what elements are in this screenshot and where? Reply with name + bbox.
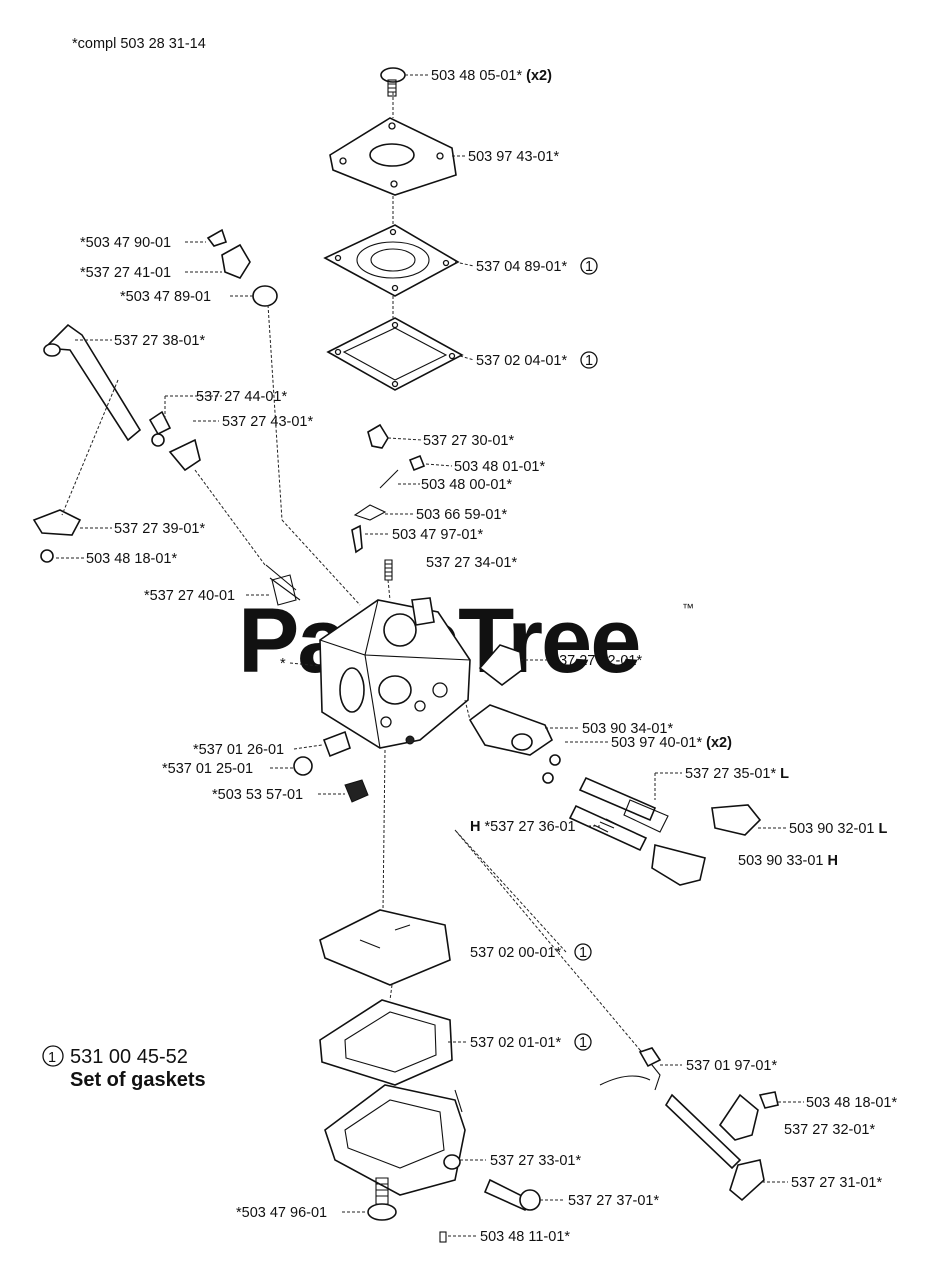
gasket-kit-marker <box>580 351 598 369</box>
label-503-53-57: *503 53 57-01 <box>212 787 303 803</box>
label-537-01-26: *537 01 26-01 <box>193 742 284 758</box>
label-537-04-89: 537 04 89-01* <box>476 259 567 275</box>
gasket-kit-marker <box>574 943 592 961</box>
label-503-47-89: *503 47 89-01 <box>120 289 211 305</box>
label-537-02-00: 537 02 00-01* <box>470 945 561 961</box>
label-503-90-33: 503 90 33-01 H <box>738 853 838 869</box>
label-503-90-34: 503 90 34-01* <box>582 721 673 737</box>
top-screw-drawing <box>380 67 406 97</box>
label-503-48-05: 503 48 05-01* (x2) <box>431 68 552 84</box>
label-537-27-41: *537 27 41-01 <box>80 265 171 281</box>
lower-diaphragm-drawing <box>319 999 453 1086</box>
gasket-kit-marker <box>574 1033 592 1051</box>
label-537-27-36: H *537 27 36-01 <box>470 819 576 835</box>
label-503-47-97: 503 47 97-01* <box>392 527 483 543</box>
label-503-48-00: 503 48 00-01* <box>421 477 512 493</box>
label-503-48-18-right: 503 48 18-01* <box>806 1095 897 1111</box>
label-537-27-38: 537 27 38-01* <box>114 333 205 349</box>
bottom-cover-drawing <box>324 1084 466 1196</box>
label-503-97-43: 503 97 43-01* <box>468 149 559 165</box>
label-503-90-32: 503 90 32-01 L <box>789 821 888 837</box>
linkage-parts-drawing <box>32 228 301 606</box>
label-body-star: * <box>280 656 286 672</box>
gasket-kit-marker <box>580 257 598 275</box>
label-503-48-11: 503 48 11-01* <box>480 1229 570 1245</box>
label-537-27-40: *537 27 40-01 <box>144 588 235 604</box>
gasket-kit-marker-text: 1 <box>585 259 593 275</box>
diaphragm-drawing <box>323 224 460 297</box>
label-537-27-37: 537 27 37-01* <box>568 1193 659 1209</box>
label-503-47-90: *503 47 90-01 <box>80 235 171 251</box>
label-503-66-59: 503 66 59-01* <box>416 507 507 523</box>
header-note: *compl 503 28 31-14 <box>72 36 206 52</box>
lower-small-parts-drawing <box>293 730 369 803</box>
label-503-48-18-left: 503 48 18-01* <box>86 551 177 567</box>
mixture-screws-drawing <box>568 776 762 886</box>
label-537-27-33: 537 27 33-01* <box>490 1153 581 1169</box>
bottom-screws-drawing <box>367 1177 541 1243</box>
label-537-02-01: 537 02 01-01* <box>470 1035 561 1051</box>
gasket-kit-marker-text: 1 <box>579 945 587 961</box>
legend-marker-text: 1 <box>48 1050 56 1066</box>
throttle-linkage-drawing <box>599 1047 779 1202</box>
label-537-01-97: 537 01 97-01* <box>686 1058 777 1074</box>
label-537-27-34: 537 27 34-01* <box>426 555 517 571</box>
part-labels: 503 48 05-01* (x2) 503 97 43-01* 537 04 … <box>80 68 897 1245</box>
label-537-27-42: 537 27 42-01* <box>551 653 642 669</box>
label-537-01-25: *537 01 25-01 <box>162 761 253 777</box>
needle-parts-drawing <box>351 423 426 581</box>
label-537-27-32: 537 27 32-01* <box>784 1122 875 1138</box>
label-537-27-31: 537 27 31-01* <box>791 1175 882 1191</box>
label-503-97-40: 503 97 40-01* (x2) <box>611 735 732 751</box>
lower-gasket-drawing <box>319 909 451 986</box>
legend-part-number: 531 00 45-52 <box>70 1046 188 1068</box>
gasket-top-drawing <box>326 317 464 391</box>
legend-marker <box>42 1045 64 1067</box>
gasket-kit-marker-text: 1 <box>585 353 593 369</box>
label-503-48-01: 503 48 01-01* <box>454 459 545 475</box>
label-503-47-96: *503 47 96-01 <box>236 1205 327 1221</box>
label-537-27-30: 537 27 30-01* <box>423 433 514 449</box>
legend-description: Set of gaskets <box>70 1069 206 1091</box>
label-537-02-04: 537 02 04-01* <box>476 353 567 369</box>
carburetor-body-drawing <box>319 597 471 749</box>
label-537-27-44: 537 27 44-01* <box>196 389 287 405</box>
top-cover-drawing <box>329 117 457 196</box>
gasket-set-legend: 1 531 00 45-52 Set of gaskets <box>42 1045 206 1091</box>
gasket-kit-marker-text: 1 <box>579 1035 587 1051</box>
leader-lines <box>56 74 804 1237</box>
label-537-27-43: 537 27 43-01* <box>222 414 313 430</box>
watermark-trademark: ™ <box>682 601 694 615</box>
nozzle-parts-drawing <box>468 644 561 784</box>
label-537-27-35: 537 27 35-01* L <box>685 766 789 782</box>
label-537-27-39: 537 27 39-01* <box>114 521 205 537</box>
